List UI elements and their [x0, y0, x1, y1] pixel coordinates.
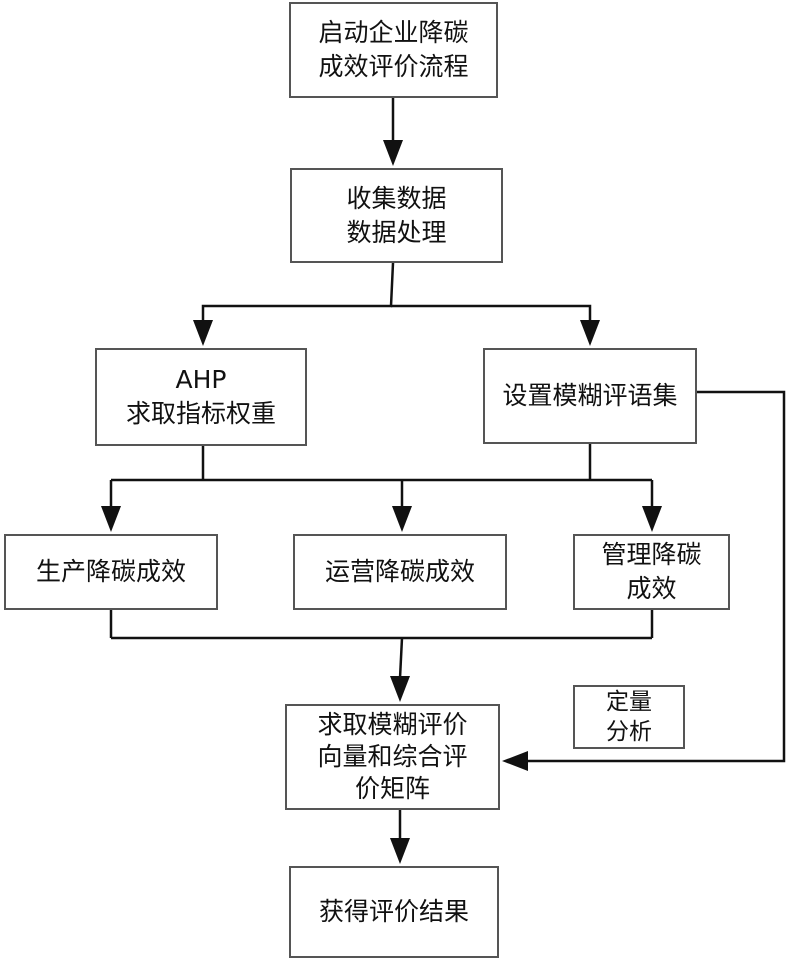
arrowhead-operation — [392, 506, 412, 532]
arrowhead-ahp — [193, 320, 213, 346]
arrowhead-result — [390, 838, 410, 864]
fuzzy-set-box: 设置模糊评语集 — [483, 348, 697, 444]
result-box: 获得评价结果 — [289, 866, 499, 958]
result-line-1: 获得评价结果 — [318, 897, 469, 926]
ahp-weights-box: AHP 求取指标权重 — [95, 348, 307, 446]
arrowhead-fuzzyset — [580, 320, 600, 346]
arrowhead-quantitative — [502, 751, 528, 771]
ahp-line-2: 求取指标权重 — [125, 399, 276, 428]
arrowhead-collect — [383, 140, 403, 166]
arrowhead-management — [642, 506, 662, 532]
arrowhead-fuzzy-eval — [390, 676, 410, 702]
management-box: 管理降碳 成效 — [573, 534, 730, 610]
production-box: 生产降碳成效 — [4, 534, 218, 610]
quantitative-analysis-label: 定量 分析 — [573, 685, 685, 749]
merge-to-fuzzy-eval — [398, 637, 404, 679]
collect-data-box: 收集数据 数据处理 — [290, 168, 503, 263]
fuzzy-eval-box: 求取模糊评价 向量和综合评 价矩阵 — [285, 704, 500, 810]
management-line-1: 管理降碳 — [601, 540, 702, 569]
fuzzy-eval-line-2: 向量和综合评 — [317, 742, 468, 771]
fuzzy-set-line-1: 设置模糊评语集 — [502, 381, 678, 410]
collect-line-1: 收集数据 — [346, 183, 447, 213]
production-line-1: 生产降碳成效 — [35, 557, 186, 586]
annotation-line-2: 分析 — [606, 719, 652, 745]
start-line-2: 成效评价流程 — [318, 52, 469, 81]
start-line-1: 启动企业降碳 — [318, 18, 469, 47]
fuzzy-eval-line-3: 价矩阵 — [354, 774, 430, 803]
annotation-line-1: 定量 — [606, 689, 652, 715]
quantitative-path — [526, 390, 786, 763]
operation-box: 运营降碳成效 — [293, 534, 507, 610]
ahp-line-1: AHP — [175, 365, 227, 394]
arrowhead-production — [101, 506, 121, 532]
start-process-box: 启动企业降碳 成效评价流程 — [289, 2, 498, 98]
split-right — [391, 304, 592, 322]
fuzzy-eval-line-1: 求取模糊评价 — [317, 710, 468, 739]
operation-line-1: 运营降碳成效 — [324, 557, 475, 586]
split-from-collect — [201, 262, 395, 322]
management-line-2: 成效 — [626, 574, 677, 603]
collect-line-2: 数据处理 — [346, 217, 447, 247]
